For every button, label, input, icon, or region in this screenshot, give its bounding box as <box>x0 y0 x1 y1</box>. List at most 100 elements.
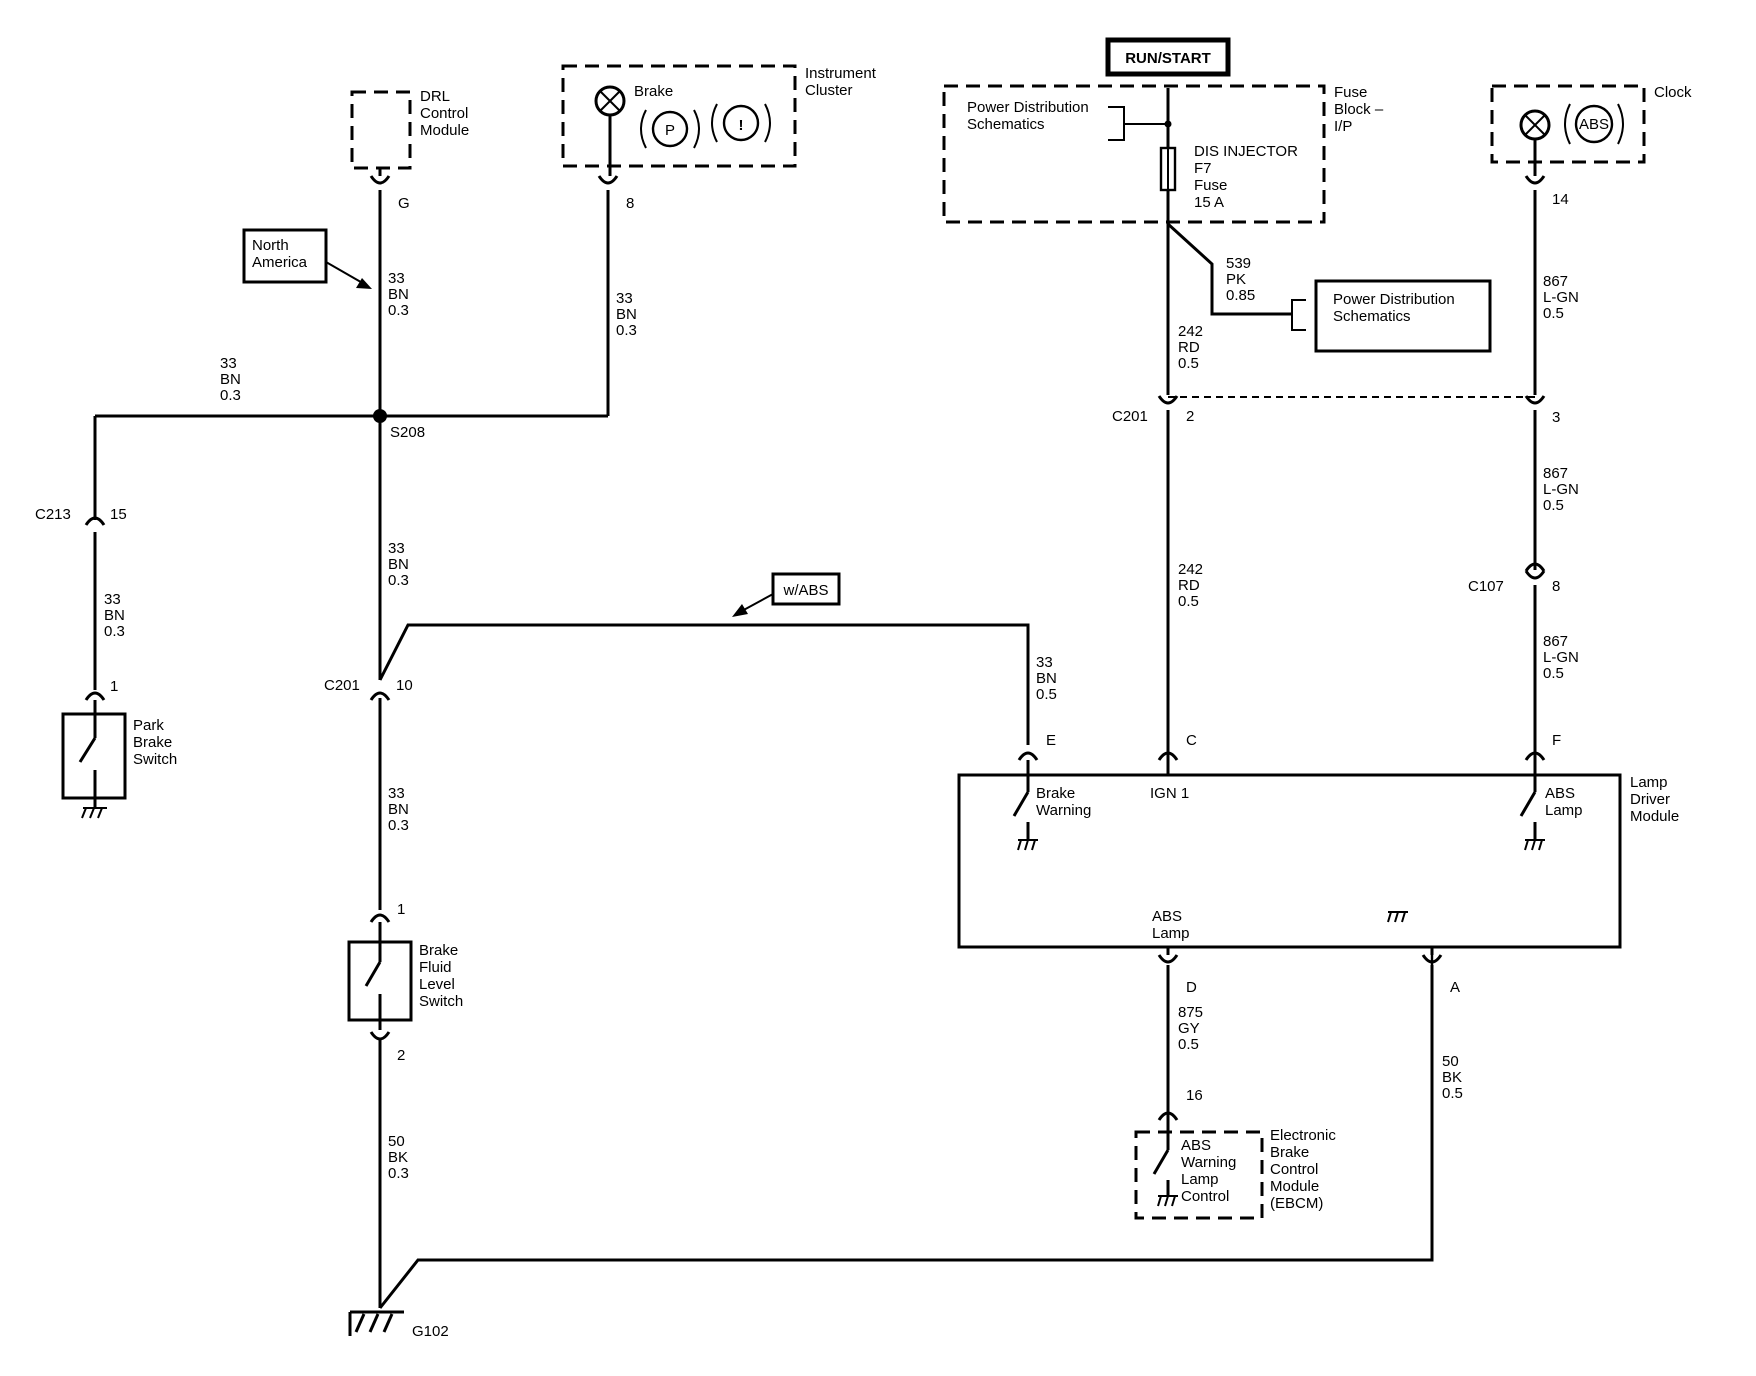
svg-text:875: 875 <box>1178 1004 1203 1021</box>
svg-text:w/ABS: w/ABS <box>782 582 828 599</box>
ground-symbol-icon <box>81 807 107 819</box>
ebcm-module: 16 ABS Warning Lamp Control Electronic B… <box>1134 1087 1336 1220</box>
svg-text:ABS: ABS <box>1545 785 1575 802</box>
svg-text:867: 867 <box>1543 465 1568 482</box>
connector-c213: C213 15 <box>35 506 127 545</box>
drl-control-module: DRL Control Module G <box>350 88 469 212</box>
svg-text:BN: BN <box>220 371 241 388</box>
wire-label-lgn-lower: 867 L-GN 0.5 <box>1543 633 1579 682</box>
svg-text:Brake: Brake <box>133 734 172 751</box>
svg-text:Lamp: Lamp <box>1545 802 1583 819</box>
svg-text:D: D <box>1186 979 1197 996</box>
splice-s208: S208 <box>373 409 425 441</box>
wire-label-bk: 50 BK 0.5 <box>1442 1053 1463 1102</box>
svg-text:Cluster: Cluster <box>805 82 853 99</box>
svg-text:Fuse: Fuse <box>1194 177 1227 194</box>
connector-c107: C107 8 <box>1468 562 1560 595</box>
svg-text:Module: Module <box>420 122 469 139</box>
svg-text:Warning: Warning <box>1036 802 1091 819</box>
svg-text:14: 14 <box>1552 191 1569 208</box>
svg-text:Park: Park <box>133 717 164 734</box>
wire-label-rd-upper: 242 RD 0.5 <box>1178 323 1203 372</box>
svg-text:0.5: 0.5 <box>1543 305 1564 322</box>
svg-text:P: P <box>665 122 675 139</box>
wire-label-rd-lower: 242 RD 0.5 <box>1178 561 1203 610</box>
svg-text:C107: C107 <box>1468 578 1504 595</box>
svg-text:F: F <box>1552 732 1561 749</box>
wire-label-abs-branch: 33 BN 0.5 <box>1036 654 1057 703</box>
wiring <box>93 88 1537 1309</box>
connector-c201-left: C201 10 <box>324 677 413 710</box>
wire-label-park: 33 BN 0.3 <box>104 591 125 640</box>
svg-text:Control: Control <box>1181 1188 1229 1205</box>
svg-text:America: America <box>252 254 308 271</box>
svg-text:BK: BK <box>1442 1069 1462 1086</box>
svg-text:G102: G102 <box>412 1323 449 1340</box>
svg-text:0.3: 0.3 <box>388 817 409 834</box>
svg-text:Fluid: Fluid <box>419 959 452 976</box>
ground-symbol-icon <box>1524 839 1545 851</box>
brake-fluid-level-switch: 1 2 Brake Fluid Level Switch <box>347 901 463 1064</box>
svg-text:0.5: 0.5 <box>1178 1036 1199 1053</box>
svg-text:33: 33 <box>388 785 405 802</box>
instrument-cluster: Instrument Cluster Brake P ! 8 <box>561 64 877 212</box>
svg-text:Control: Control <box>1270 1161 1318 1178</box>
svg-text:Fuse: Fuse <box>1334 84 1367 101</box>
wire-label-gy: 875 GY 0.5 <box>1178 1004 1203 1053</box>
svg-text:BN: BN <box>388 801 409 818</box>
svg-text:3: 3 <box>1552 409 1560 426</box>
svg-text:0.5: 0.5 <box>1543 665 1564 682</box>
wire-label-splice-down: 33 BN 0.3 <box>388 540 409 589</box>
w-abs-note: w/ABS <box>732 572 841 617</box>
svg-text:0.3: 0.3 <box>104 623 125 640</box>
svg-text:(EBCM): (EBCM) <box>1270 1195 1323 1212</box>
svg-text:DRL: DRL <box>420 88 450 105</box>
svg-text:0.85: 0.85 <box>1226 287 1255 304</box>
svg-text:E: E <box>1046 732 1056 749</box>
svg-text:15: 15 <box>110 506 127 523</box>
svg-text:C201: C201 <box>324 677 360 694</box>
svg-text:BN: BN <box>1036 670 1057 687</box>
svg-text:2: 2 <box>1186 408 1194 425</box>
svg-text:BN: BN <box>616 306 637 323</box>
svg-text:242: 242 <box>1178 561 1203 578</box>
svg-text:BN: BN <box>388 286 409 303</box>
svg-text:Brake: Brake <box>1270 1144 1309 1161</box>
connector-c201-right: C201 2 3 <box>1112 395 1560 426</box>
svg-text:33: 33 <box>616 290 633 307</box>
svg-text:ABS: ABS <box>1152 908 1182 925</box>
svg-text:15 A: 15 A <box>1194 194 1224 211</box>
svg-text:!: ! <box>739 117 744 134</box>
svg-text:33: 33 <box>220 355 237 372</box>
svg-text:Schematics: Schematics <box>1333 308 1411 325</box>
svg-text:BN: BN <box>388 556 409 573</box>
svg-text:Switch: Switch <box>133 751 177 768</box>
connector-drl-g <box>369 175 391 185</box>
svg-text:RUN/START: RUN/START <box>1125 50 1211 67</box>
wire-label-left-branch: 33 BN 0.3 <box>220 355 241 404</box>
svg-text:C213: C213 <box>35 506 71 523</box>
svg-text:33: 33 <box>1036 654 1053 671</box>
svg-text:0.5: 0.5 <box>1178 355 1199 372</box>
svg-text:0.5: 0.5 <box>1178 593 1199 610</box>
north-america-note: North America <box>242 228 372 289</box>
svg-text:Electronic: Electronic <box>1270 1127 1336 1144</box>
svg-text:242: 242 <box>1178 323 1203 340</box>
wire-label-pk: 539 PK 0.85 <box>1226 255 1255 304</box>
ground-symbol-icon <box>1387 911 1408 923</box>
svg-text:Power Distribution: Power Distribution <box>967 99 1089 116</box>
svg-text:Instrument: Instrument <box>805 65 877 82</box>
brake-lamp-icon <box>594 85 626 117</box>
lamp-driver-module: E C F Lamp Driver Module Brake Warning I… <box>957 732 1679 996</box>
svg-text:Lamp: Lamp <box>1630 774 1668 791</box>
svg-text:IGN 1: IGN 1 <box>1150 785 1189 802</box>
svg-text:Module: Module <box>1630 808 1679 825</box>
svg-text:Driver: Driver <box>1630 791 1670 808</box>
svg-text:33: 33 <box>388 540 405 557</box>
svg-text:I/P: I/P <box>1334 118 1352 135</box>
svg-text:Lamp: Lamp <box>1181 1171 1219 1188</box>
brake-warning-symbol-icon: ! <box>711 103 771 143</box>
svg-text:0.5: 0.5 <box>1036 686 1057 703</box>
svg-text:8: 8 <box>626 195 634 212</box>
